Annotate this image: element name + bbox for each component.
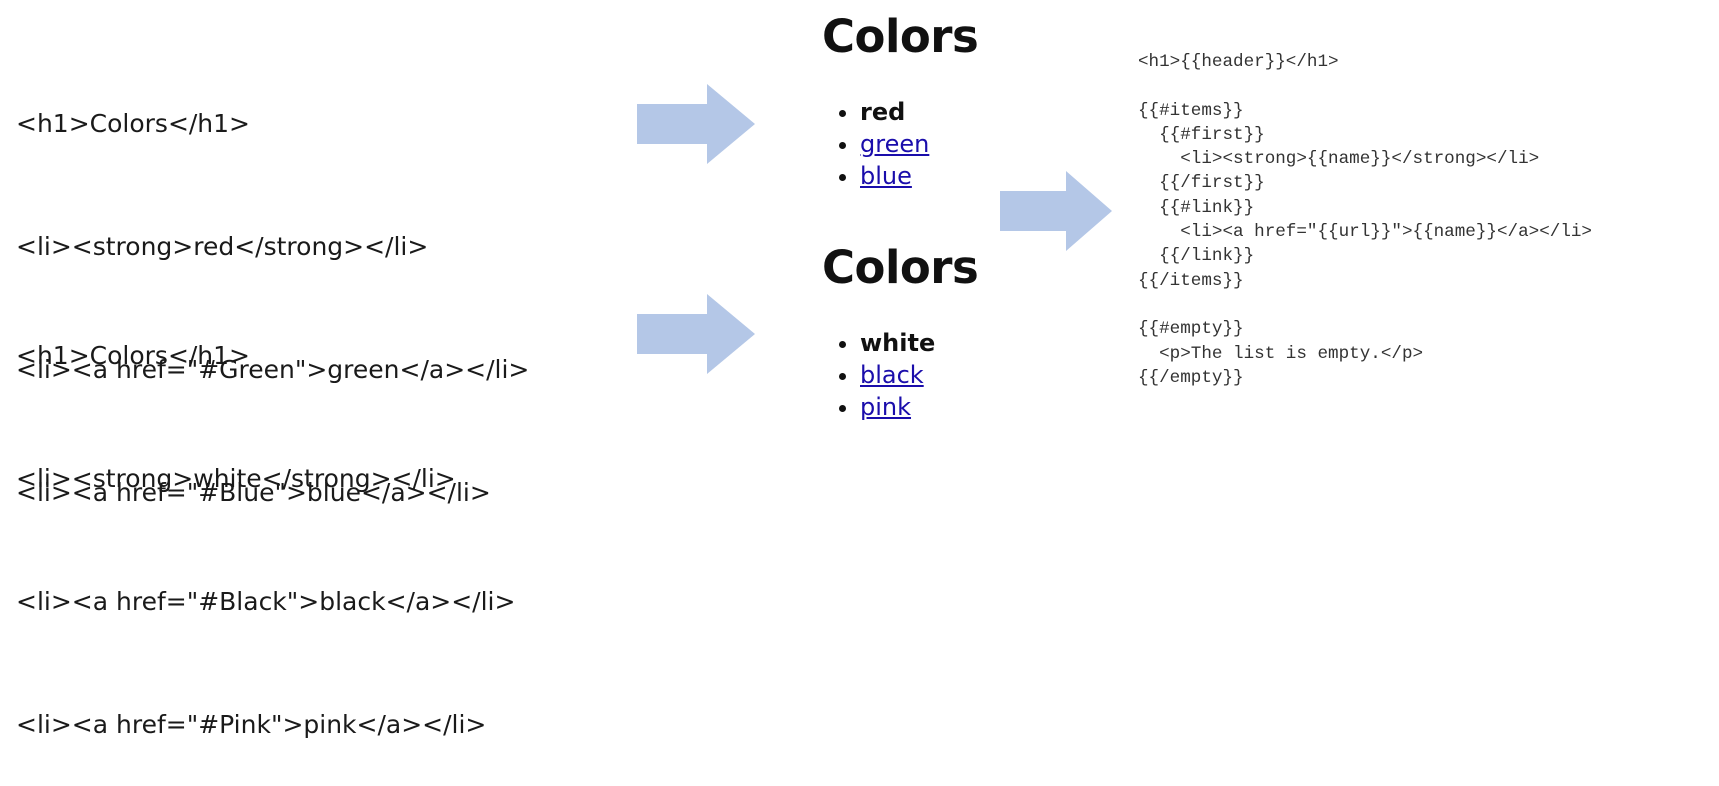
rendered-heading: Colors — [822, 241, 979, 294]
list-item: white — [860, 327, 978, 359]
bold-item-text: white — [860, 329, 936, 357]
list-item: blue — [860, 160, 978, 192]
rendered-output-top: Colors red green blue — [822, 8, 979, 192]
source-code-bottom: <h1>Colors</h1> <li><strong>white</stron… — [16, 253, 515, 786]
link-blue[interactable]: blue — [860, 162, 912, 190]
source-line: <li><a href="#Black">black</a></li> — [16, 587, 516, 616]
link-black[interactable]: black — [860, 361, 924, 389]
right-arrow-icon — [1000, 171, 1112, 251]
right-arrow-icon — [637, 84, 755, 164]
mustache-template-code: <h1>{{header}}</h1> {{#items}} {{#first}… — [1138, 52, 1592, 388]
list-item: red — [860, 96, 978, 128]
rendered-list: white black pink — [822, 327, 978, 423]
source-line: <li><a href="#Green">green</a></li> — [16, 355, 530, 384]
list-item: green — [860, 128, 978, 160]
bold-item-text: red — [860, 98, 906, 126]
rendered-heading: Colors — [822, 10, 979, 63]
right-arrow-icon — [637, 294, 755, 374]
source-line: <li><strong>white</strong></li> — [16, 464, 456, 493]
source-line: <li><a href="#Pink">pink</a></li> — [16, 710, 487, 739]
rendered-output-bottom: Colors white black pink — [822, 239, 979, 423]
list-item: pink — [860, 391, 978, 423]
rendered-list: red green blue — [822, 96, 978, 192]
link-pink[interactable]: pink — [860, 393, 912, 421]
source-line: <li><strong>red</strong></li> — [16, 232, 429, 261]
source-line: <h1>Colors</h1> — [16, 109, 251, 138]
list-item: black — [860, 359, 978, 391]
link-green[interactable]: green — [860, 130, 930, 158]
source-line: <h1>Colors</h1> — [16, 341, 251, 370]
